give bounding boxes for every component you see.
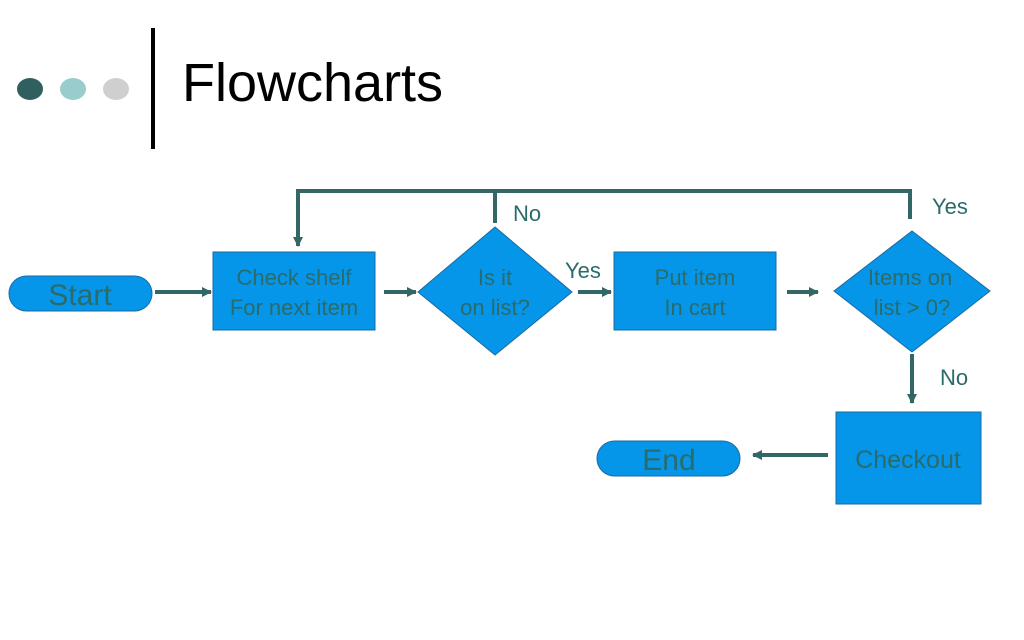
end-label: End — [642, 444, 695, 477]
edge-loop-back — [293, 189, 912, 247]
checkout-process — [835, 411, 982, 505]
on-list-label-line-2: on list? — [460, 295, 530, 320]
check-shelf-label-line-2: For next item — [230, 295, 358, 320]
put-item-label-line-2: In cart — [664, 295, 725, 320]
checkout-label: Checkout — [855, 446, 961, 474]
on-list-no-label: No — [513, 201, 541, 226]
slide-title: Flowcharts — [182, 53, 444, 113]
on-list-yes-label: Yes — [565, 258, 601, 283]
items-left-decision — [833, 230, 991, 353]
bullet-dot-light — [60, 78, 86, 100]
title-divider — [151, 28, 155, 149]
items-left-label-line-1: Items on — [868, 265, 952, 290]
bullet-dot-gray — [103, 78, 129, 100]
on-list-label-line-1: Is it — [478, 265, 512, 290]
bullet-dot-dark — [17, 78, 43, 100]
items-left-yes-label: Yes — [932, 194, 968, 219]
check-shelf-process — [212, 251, 376, 331]
put-item-process — [613, 251, 777, 331]
start-label: Start — [48, 279, 112, 312]
on-list-decision — [417, 226, 573, 356]
items-left-label-line-2: list > 0? — [874, 295, 950, 320]
put-item-label-line-1: Put item — [655, 265, 736, 290]
check-shelf-label-line-1: Check shelf — [237, 265, 353, 290]
items-left-no-label: No — [940, 365, 968, 390]
start-terminator — [8, 275, 153, 312]
end-terminator — [596, 440, 741, 477]
